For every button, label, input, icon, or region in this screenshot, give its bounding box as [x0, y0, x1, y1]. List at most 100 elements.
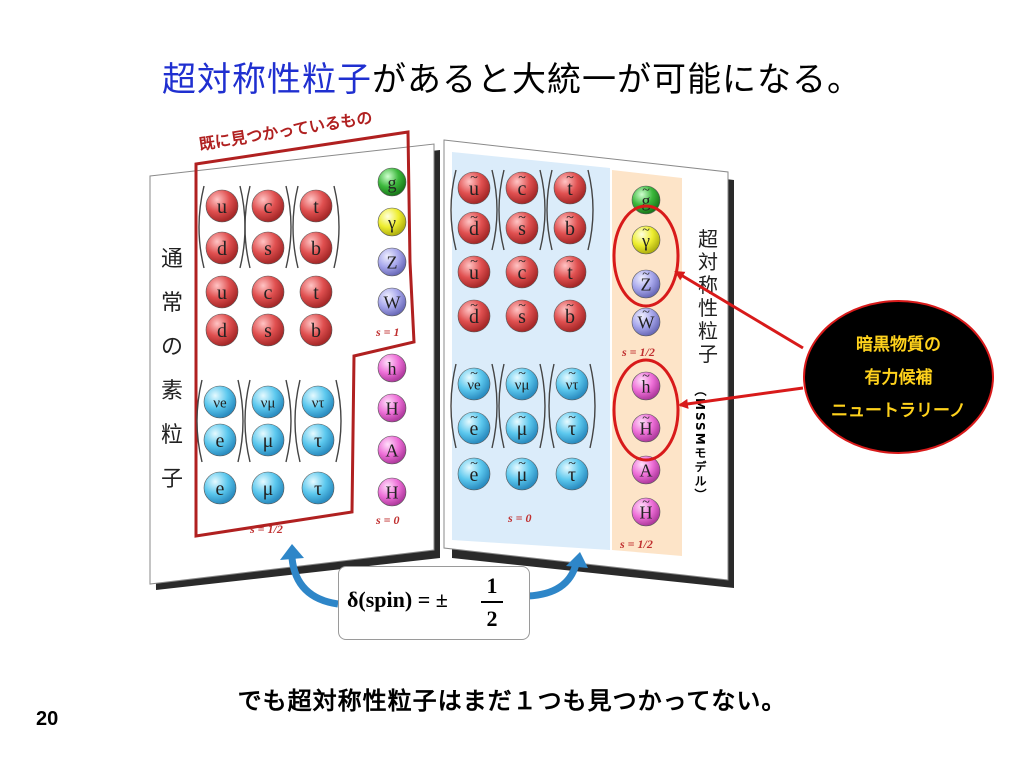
neutralino-ellipse-bottom [612, 358, 680, 462]
lepton-0-0-label: νe [213, 395, 227, 411]
slepton-paren-left-2 [548, 363, 555, 449]
quark-3-0-ball [205, 313, 239, 347]
squark-1-0-ball [457, 211, 491, 245]
squark-0-2-tilde: ~ [566, 170, 574, 185]
lepton-0-2: ντ [301, 385, 335, 419]
right-title-char-5: 子 [698, 342, 718, 366]
quark-1-2: b [299, 231, 333, 265]
higgsino-0-label: h [642, 376, 651, 396]
gaugino-3-tilde: ~ [642, 305, 650, 320]
found-label: 既に見つかっているもの [198, 108, 374, 154]
squark-0-2-ball [553, 171, 587, 205]
slepton-paren-right-2 [589, 363, 596, 449]
lepton-1-2: τ [301, 423, 335, 457]
slepton-0-0-ball [457, 367, 491, 401]
squark-paren-left-0 [450, 169, 457, 251]
lepton-1-0: e [203, 423, 237, 457]
higgs-boson-3-ball [377, 477, 407, 507]
slepton-2-2-tilde: ~ [568, 456, 576, 471]
arrow-to-bottom-ellipse [678, 386, 804, 409]
right-curved-arrow [527, 562, 580, 600]
squark-paren-left-1 [498, 169, 505, 251]
slepton-paren-right-1 [539, 363, 546, 449]
squark-3-0-ball [457, 299, 491, 333]
squark-paren-right-0 [491, 169, 498, 251]
gauge-boson-0: g [377, 167, 407, 197]
quark-2-0-label: u [217, 282, 227, 304]
higgs-boson-3-label: H [386, 482, 399, 502]
gaugino-1-tilde: ~ [642, 223, 650, 238]
found-outline [194, 130, 416, 538]
squark-3-1-ball [505, 299, 539, 333]
squark-3-1: s~ [505, 298, 539, 333]
quark-1-1-label: s [264, 238, 272, 260]
right-title-char-3: 性 [698, 296, 718, 320]
right-title-char-0: 超 [698, 227, 718, 251]
squark-1-2-ball [553, 211, 587, 245]
slepton-paren-right-0 [491, 363, 498, 449]
lepton-paren-left-0 [196, 379, 203, 463]
squark-1-1: s~ [505, 210, 539, 245]
slide-title: 超対称性粒子があると大統一が可能になる。 [0, 52, 1024, 101]
slepton-2-0-ball [457, 457, 491, 491]
slepton-2-1-label: μ [517, 464, 528, 486]
right-title-char-2: 称 [698, 273, 718, 297]
quark-1-1: s [251, 231, 285, 265]
quark-3-1: s [251, 313, 285, 347]
lepton-paren-left-1 [244, 379, 251, 463]
higgs-boson-2: A [377, 435, 407, 465]
quark-paren-right-1 [285, 185, 292, 269]
arrow-to-top-ellipse [674, 270, 804, 350]
title-rest: があると大統一が可能になる。 [372, 60, 862, 100]
lepton-0-0-ball [203, 385, 237, 419]
gauge-boson-3: W [377, 287, 407, 317]
slepton-0-2: ντ~ [555, 366, 589, 401]
right-squarks: u~c~t~d~s~b~u~c~t~d~s~b~ [450, 169, 594, 333]
quark-3-2: b [299, 313, 333, 347]
slepton-1-1-label: μ [517, 418, 528, 440]
slepton-0-0: νe~ [457, 366, 491, 401]
squark-2-0: u~ [457, 254, 491, 289]
slepton-2-1-ball [505, 457, 539, 491]
lepton-1-1-ball [251, 423, 285, 457]
lepton-0-0: νe [203, 385, 237, 419]
formula-lhs: δ(spin) = ± [347, 587, 448, 612]
gaugino-0-label: g [642, 190, 651, 210]
squark-2-0-tilde: ~ [470, 254, 478, 269]
squark-1-2-label: b [565, 218, 575, 240]
lepton-paren-left-2 [294, 379, 301, 463]
slepton-2-0-tilde: ~ [470, 456, 478, 471]
formula-numerator: 1 [481, 571, 503, 603]
left-title-char-4: 粒 [161, 423, 183, 448]
lepton-1-1-label: μ [263, 430, 274, 452]
bottom-note: でも超対称性粒子はまだ１つも見つかってない。 [237, 687, 787, 715]
squark-1-2-tilde: ~ [566, 210, 574, 225]
squark-0-0-tilde: ~ [470, 170, 478, 185]
squark-3-1-label: s [518, 306, 526, 328]
gaugino-2: Z~ [631, 267, 661, 299]
dark-matter-line-1: 暗黒物質の [856, 335, 941, 355]
gaugino-0-tilde: ~ [642, 183, 650, 198]
right-page-peach-area [612, 170, 682, 556]
slepton-1-2-label: τ [568, 418, 576, 440]
slepton-0-2-ball [555, 367, 589, 401]
squark-1-1-label: s [518, 218, 526, 240]
lepton-1-2-ball [301, 423, 335, 457]
squark-0-0-ball [457, 171, 491, 205]
squark-2-1: c~ [505, 254, 539, 289]
lepton-0-1-label: νμ [261, 395, 276, 411]
gauge-boson-1-label: γ [387, 212, 396, 232]
slide-number: 20 [36, 708, 59, 730]
gaugino-3: W~ [631, 305, 661, 337]
left-title-char-1: 常 [161, 291, 183, 316]
slepton-1-1-ball [505, 411, 539, 445]
gauge-boson-2-ball [377, 247, 407, 277]
quark-2-2: t [299, 275, 333, 309]
slepton-2-2-ball [555, 457, 589, 491]
quark-2-2-label: t [313, 282, 319, 304]
squark-2-0-label: u [469, 262, 479, 284]
slepton-1-0-label: e [470, 418, 479, 440]
higgsino-2-label: A [640, 460, 653, 480]
higgsino-3-label: H [640, 502, 653, 522]
